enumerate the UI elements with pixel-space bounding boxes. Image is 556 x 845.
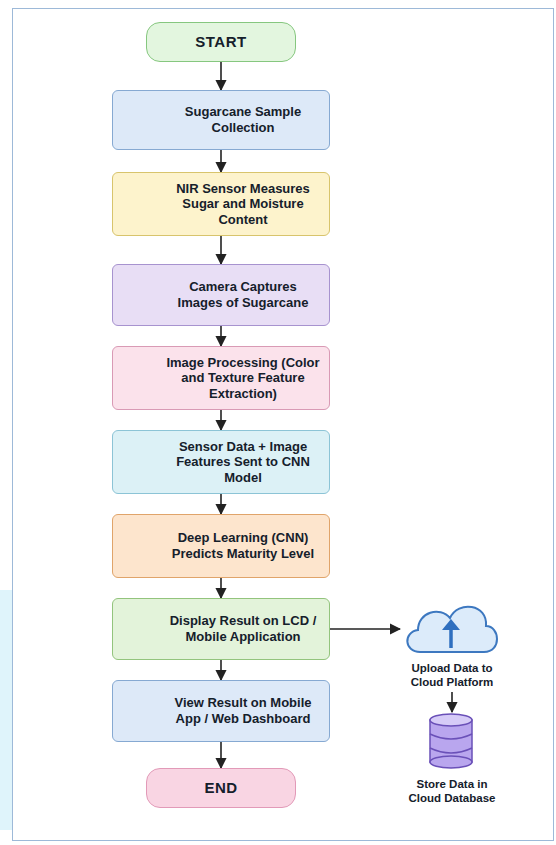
flow-arrow	[220, 150, 222, 172]
node-label: Store Data in Cloud Database	[402, 778, 502, 806]
terminal-label: END	[204, 779, 237, 797]
process-box: View Result on Mobile App / Web Dashboar…	[112, 680, 330, 742]
flow-arrow	[220, 494, 222, 514]
process-box: Image Processing (Color and Texture Feat…	[112, 346, 330, 410]
flow-arrow	[220, 660, 222, 680]
process-box: Sensor Data + Image Features Sent to CNN…	[112, 430, 330, 494]
flow-arrow	[330, 628, 400, 630]
process-box: Sugarcane Sample Collection	[112, 90, 330, 150]
cloud-database-icon	[430, 714, 472, 768]
process-box: Deep Learning (CNN) Predicts Maturity Le…	[112, 514, 330, 578]
flow-arrow	[220, 62, 222, 90]
flow-arrow	[220, 236, 222, 264]
node-label: Display Result on LCD / Mobile Applicati…	[165, 613, 321, 644]
node-label: Image Processing (Color and Texture Feat…	[165, 355, 321, 402]
node-label: Upload Data to Cloud Platform	[402, 662, 502, 690]
node-label: View Result on Mobile App / Web Dashboar…	[165, 695, 321, 726]
flow-arrow	[220, 326, 222, 346]
outer-frame	[13, 9, 554, 841]
cloud-node: Upload Data to Cloud Platform	[400, 598, 504, 692]
terminal-box: END	[146, 768, 296, 808]
node-label: Camera Captures Images of Sugarcane	[165, 279, 321, 310]
flow-arrow	[220, 578, 222, 598]
process-box: Camera Captures Images of Sugarcane	[112, 264, 330, 326]
flow-arrow	[451, 692, 453, 712]
process-box: Display Result on LCD / Mobile Applicati…	[112, 598, 330, 660]
process-box: NIR Sensor Measures Sugar and Moisture C…	[112, 172, 330, 236]
node-label: Sugarcane Sample Collection	[165, 104, 321, 135]
node-label: Deep Learning (CNN) Predicts Maturity Le…	[165, 530, 321, 561]
cloud-icon	[407, 607, 497, 652]
side-strip	[0, 590, 12, 830]
terminal-label: START	[195, 33, 246, 51]
flow-arrow	[220, 410, 222, 430]
flow-arrow	[220, 742, 222, 768]
node-label: Sensor Data + Image Features Sent to CNN…	[165, 439, 321, 486]
node-label: NIR Sensor Measures Sugar and Moisture C…	[165, 181, 321, 228]
database-node: Store Data in Cloud Database	[400, 712, 504, 808]
terminal-box: START	[146, 22, 296, 62]
